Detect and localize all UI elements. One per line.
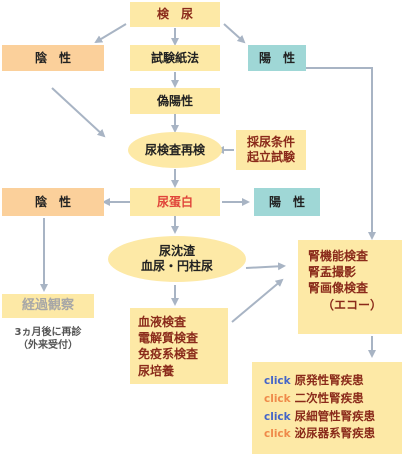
immune-test: 免疫系検査 (138, 347, 199, 362)
hematuria-label: 血尿・円柱尿 (140, 259, 213, 273)
blood-test: 血液検査 (138, 315, 187, 329)
sediment-label: 尿沈渣 (158, 244, 195, 258)
click-link[interactable]: click (264, 375, 291, 387)
sediment-pill: 尿沈渣 血尿・円柱尿 (108, 236, 246, 282)
negative-mid-box: 陰 性 (2, 188, 104, 216)
observation-label: 経過観察 (21, 297, 74, 313)
false-positive-label: 偽陽性 (156, 93, 193, 108)
positive-mid-label: 陽 性 (268, 194, 305, 209)
standing-test-label: 起立試験 (246, 150, 295, 164)
electrolyte-test: 電解質検査 (138, 331, 199, 346)
urinalysis-box: 検 尿 (130, 2, 220, 27)
recheck-pill: 尿検査再検 (128, 132, 222, 168)
kidney-imaging-test: 腎画像検査 (308, 281, 369, 296)
observation-box: 経過観察 (2, 294, 94, 318)
followup-reception: （外来受付） (18, 340, 78, 351)
kidney-function-test: 腎機能検査 (308, 249, 369, 263)
arrow-negative-to-recheck (51, 87, 106, 138)
proteinuria-box: 尿蛋白 (130, 188, 220, 216)
disease-label[interactable]: 原発性腎疾患 (294, 373, 364, 387)
echo-note: （エコー） (322, 297, 383, 312)
arrow-positive-to-kidneytests (306, 67, 376, 240)
kidney-tests-box: 腎機能検査 腎盂撮影 腎画像検査 （エコー） (298, 240, 402, 334)
urine-culture: 尿培養 (138, 363, 175, 378)
positive-top-box: 陽 性 (248, 45, 306, 71)
positive-mid-box: 陽 性 (254, 188, 320, 216)
negative-mid-label: 陰 性 (34, 194, 71, 209)
disease-label[interactable]: 泌尿器系腎疾患 (294, 426, 376, 441)
urinalysis-label: 検 尿 (156, 7, 193, 21)
positive-top-label: 陽 性 (258, 50, 295, 65)
collection-conditions-box: 採尿条件 起立試験 (236, 130, 306, 170)
disease-label[interactable]: 二次性腎疾患 (294, 390, 364, 405)
test-paper-box: 試験紙法 (130, 45, 220, 71)
click-link[interactable]: click (264, 428, 291, 441)
arrow-bloodtests-to-kidneytests (231, 278, 284, 323)
followup-note: 3ヵ月後に再診 （外来受付） (0, 326, 96, 352)
test-paper-label: 試験紙法 (150, 50, 199, 65)
false-positive-box: 偽陽性 (130, 88, 220, 114)
blood-tests-box: 血液検査 電解質検査 免疫系検査 尿培養 (130, 308, 228, 384)
click-link[interactable]: click (264, 392, 291, 405)
disease-label[interactable]: 尿細管性腎疾患 (294, 408, 376, 423)
recheck-label: 尿検査再検 (144, 142, 205, 157)
arrow-urinalysis-to-negative (94, 23, 127, 44)
proteinuria-label: 尿蛋白 (156, 194, 193, 209)
arrow-urinalysis-to-positive (223, 23, 246, 44)
pyelography: 腎盂撮影 (308, 265, 357, 280)
negative-top-label: 陰 性 (34, 50, 71, 65)
negative-top-box: 陰 性 (2, 45, 104, 71)
arrow-sediment-to-kidneytests (245, 262, 286, 271)
collection-condition-label: 採尿条件 (246, 135, 295, 149)
followup-revisit: 3ヵ月後に再診 (14, 327, 82, 338)
click-link[interactable]: click (264, 410, 291, 423)
